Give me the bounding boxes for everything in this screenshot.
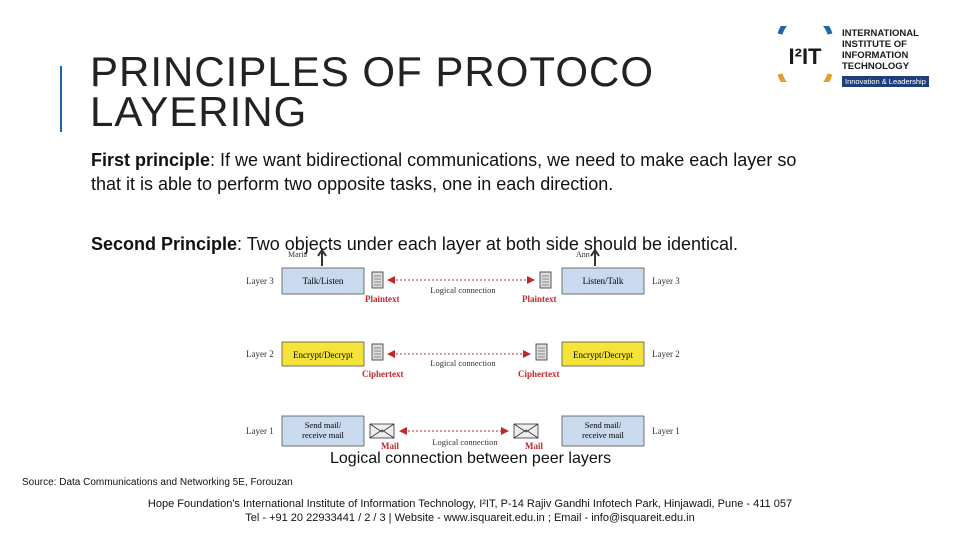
second-principle: Second Principle: Two objects under each…	[91, 232, 831, 256]
layer2-object-left: Ciphertext	[362, 369, 404, 379]
title-line-1: PRINCIPLES OF PROTOCO	[90, 48, 654, 95]
document-icon	[371, 343, 384, 361]
layer1-left-box	[281, 415, 365, 447]
right-user-arrow-icon	[590, 248, 600, 266]
logo-line: INTERNATIONAL	[842, 28, 919, 39]
layer2-left-box	[281, 341, 365, 367]
document-icon	[539, 271, 552, 289]
second-principle-heading: Second Principle	[91, 234, 238, 254]
layer-label: Layer 3	[652, 276, 680, 286]
layer2-right-box	[561, 341, 645, 367]
layer-label: Layer 1	[652, 426, 680, 436]
layer3-left-box	[281, 267, 365, 295]
footer-address: Hope Foundation's International Institut…	[147, 498, 793, 510]
left-user-label: Maria	[288, 250, 308, 259]
layer-label: Layer 1	[246, 426, 274, 436]
second-principle-text: : Two objects under each layer at both s…	[237, 234, 739, 254]
logo-mark-text: I²IT	[789, 44, 823, 69]
layer3-right-box	[561, 267, 645, 295]
layer2-left-box-label: Encrypt/Decrypt	[293, 350, 353, 360]
left-user-arrow-icon	[317, 248, 327, 266]
layer3-connection-label: Logical connection	[430, 285, 496, 295]
accent-bar	[60, 66, 62, 132]
layer1-object-left: Mail	[381, 441, 399, 451]
layer3-object-right: Plaintext	[522, 294, 557, 304]
envelope-icon	[369, 423, 395, 439]
layer-label: Layer 3	[246, 276, 274, 286]
layer1-right-box	[561, 415, 645, 447]
figure-caption: Logical connection between peer layers	[330, 450, 612, 467]
layer1-object-right: Mail	[525, 441, 543, 451]
i2it-logo-icon: I²IT	[777, 26, 833, 82]
layer1-connection-label: Logical connection	[432, 437, 498, 447]
layer1-left-box-label: Send mail/receive mail	[302, 420, 344, 440]
logo-name: INTERNATIONAL INSTITUTE OF INFORMATION T…	[842, 28, 919, 72]
right-user-label: Ann	[576, 250, 590, 259]
layer3-left-box-label: Talk/Listen	[303, 276, 344, 286]
layer-label: Layer 2	[246, 349, 274, 359]
logo-line: INFORMATION	[842, 50, 909, 61]
title-line-2: LAYERING	[90, 88, 308, 135]
first-principle-text: : If we want bidirectional communication…	[91, 150, 797, 194]
logo-line: INSTITUTE OF	[842, 39, 907, 50]
footer: Hope Foundation's International Institut…	[0, 497, 940, 525]
logo-line: TECHNOLOGY	[842, 61, 910, 72]
layer3-object-left: Plaintext	[365, 294, 400, 304]
document-icon	[535, 343, 548, 361]
layer3-right-box-label: Listen/Talk	[583, 276, 624, 286]
logo-tagline: Innovation & Leadership	[842, 76, 929, 87]
layer-label: Layer 2	[652, 349, 680, 359]
footer-contact: Tel - +91 20 22933441 / 2 / 3 | Website …	[245, 512, 695, 524]
layer2-object-right: Ciphertext	[518, 369, 560, 379]
institute-logo: I²IT INTERNATIONAL INSTITUTE OF INFORMAT…	[776, 22, 936, 94]
layer1-right-box-label: Send mail/receive mail	[582, 420, 624, 440]
envelope-icon	[513, 423, 539, 439]
first-principle-heading: First principle	[91, 150, 211, 170]
slide-title: PRINCIPLES OF PROTOCO LAYERING	[90, 48, 770, 135]
source-citation: Source: Data Communications and Networki…	[22, 477, 293, 488]
layer2-connection-label: Logical connection	[430, 358, 496, 368]
layer2-right-box-label: Encrypt/Decrypt	[573, 350, 633, 360]
protocol-layering-diagram: Maria Ann Layer 3 Talk/Listen Listen/Tal…	[246, 248, 680, 451]
document-icon	[371, 271, 384, 289]
first-principle: First principle: If we want bidirectiona…	[91, 148, 831, 196]
